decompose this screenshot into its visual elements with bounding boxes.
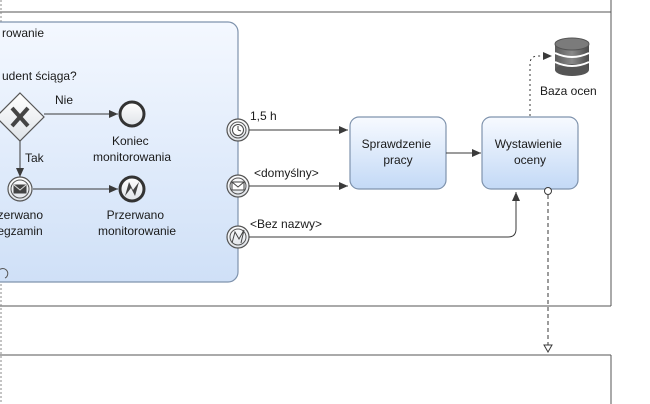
monitoring-subprocess[interactable]: [0, 21, 239, 283]
signal-throw-event[interactable]: [118, 175, 146, 203]
exam-interrupted-label: rzerwano egzamin: [0, 208, 46, 238]
envelope-icon: [231, 181, 245, 191]
end-monitoring-label: Koniec monitorowania: [93, 134, 171, 164]
signal-label: <Bez nazwy>: [250, 217, 322, 231]
task-grade[interactable]: Wystawienie oceny: [481, 116, 579, 190]
clock-icon: [232, 124, 244, 136]
monitoring-interrupted-label: Przerwano monitorowanie: [98, 208, 176, 238]
upper-pool: [0, 0, 612, 307]
x-gateway-icon: [10, 106, 30, 128]
task-check-work-label: Sprawdzenie pracy: [362, 137, 435, 167]
lightning-icon: [125, 182, 139, 196]
boundary-signal-event[interactable]: [226, 225, 250, 249]
lower-pool: [0, 354, 612, 404]
envelope-icon: [13, 184, 27, 194]
lightning-icon: [231, 229, 245, 244]
label-nie: Nie: [55, 93, 73, 107]
gateway-question: udent ściąga?: [2, 69, 77, 83]
task-grade-label: Wystawienie oceny: [495, 137, 566, 167]
boundary-message-event[interactable]: [226, 174, 250, 198]
loop-marker-icon: [0, 268, 9, 279]
flow-signal[interactable]: [249, 192, 520, 238]
database-icon[interactable]: [554, 37, 590, 76]
datastore-label: Baza ocen: [540, 84, 597, 98]
message-throw-event[interactable]: [7, 176, 33, 202]
boundary-timer-event[interactable]: [226, 118, 250, 142]
subprocess-title: rowanie: [2, 26, 44, 40]
message-label: <domyślny>: [254, 166, 319, 180]
label-tak: Tak: [25, 151, 45, 165]
task-check-work[interactable]: Sprawdzenie pracy: [349, 116, 447, 190]
timer-label: 1,5 h: [250, 109, 277, 123]
end-event-monitoring[interactable]: [118, 100, 146, 128]
message-flow-start: [544, 187, 552, 195]
